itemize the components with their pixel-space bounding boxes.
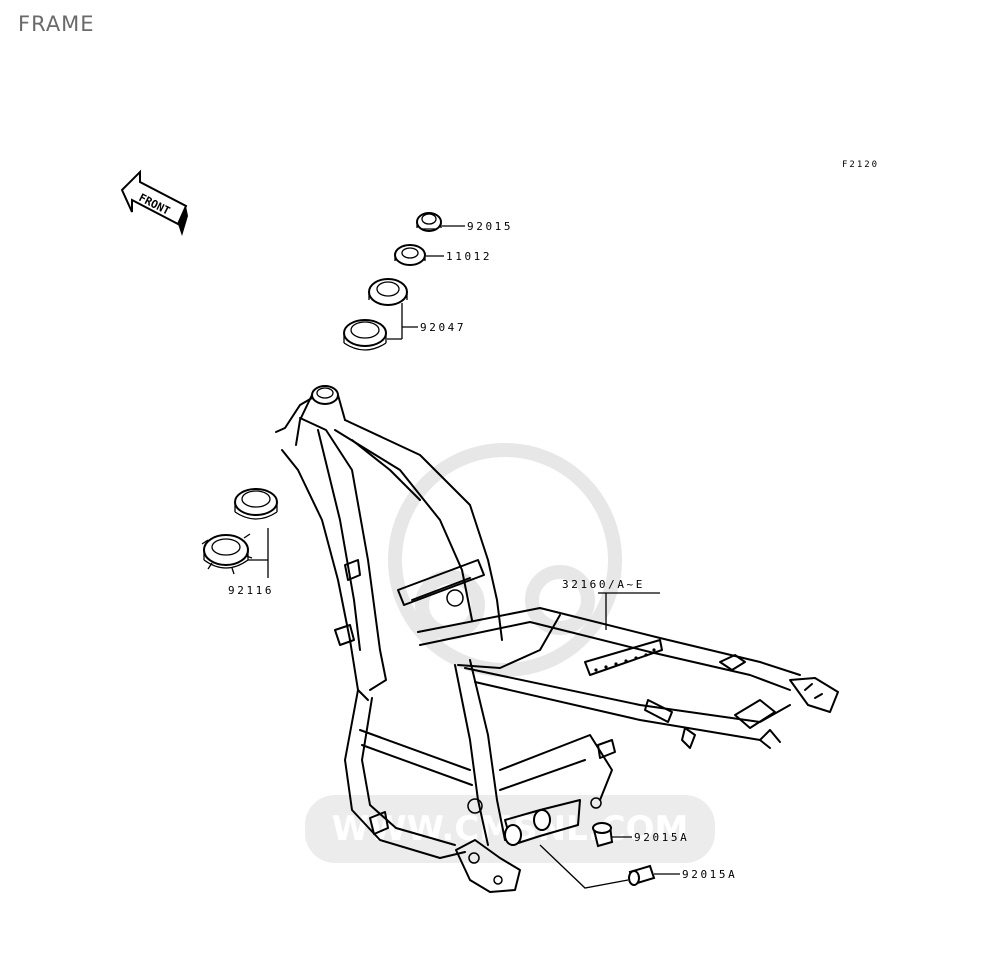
callout-92015a-lower: 92015A [682, 868, 737, 881]
page-title: FRAME [18, 12, 95, 36]
callout-11012: 11012 [446, 250, 492, 263]
bearing-92116-icon [201, 488, 278, 575]
callout-92015a-upper: 92015A [634, 831, 689, 844]
callout-92047: 92047 [420, 321, 466, 334]
front-arrow-icon: FRONT [120, 169, 188, 236]
callout-32160: 32160/A~E [562, 578, 645, 591]
motorcycle-frame-drawing [275, 385, 839, 893]
callout-92015: 92015 [467, 220, 513, 233]
nut-92015-icon [416, 212, 442, 232]
watermark-logo: WWW.CMSNL.COM [305, 443, 715, 863]
washer-11012-icon [394, 244, 426, 266]
bearing-92047-icon [343, 278, 408, 351]
nut-92015a-lower-icon [628, 864, 656, 886]
callout-92116: 92116 [228, 584, 274, 597]
figure-code: F2120 [842, 160, 879, 170]
nut-92015a-upper-icon [592, 822, 614, 848]
